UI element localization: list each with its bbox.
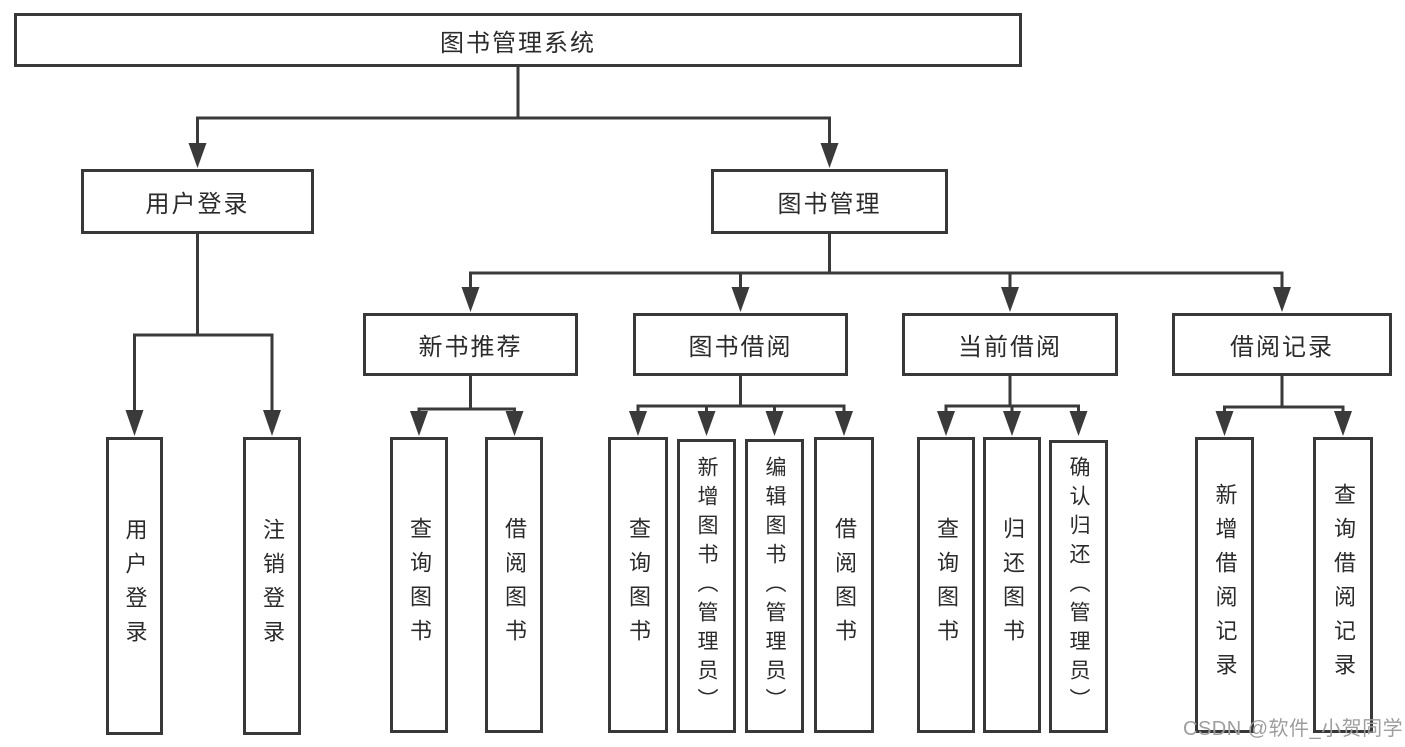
leaf-logout: 注销登录 [243,437,301,735]
leaf-borrow-books: 借阅图书 [814,437,874,733]
csdn-watermark: CSDN @软件_小贺同学 [1183,718,1404,740]
leaf-user-login: 用户登录 [106,437,163,735]
leaf-add-books-admin: 新增图书（管理员） [677,439,736,733]
node-borrow-records: 借阅记录 [1172,313,1392,376]
arrowheads [125,143,1352,436]
node-current-borrow: 当前借阅 [902,313,1118,376]
leaf-add-borrow-record: 新增借阅记录 [1195,437,1254,733]
leaf-confirm-return-admin: 确认归还（管理员） [1049,440,1108,733]
node-user-login: 用户登录 [81,169,314,234]
node-book-borrow: 图书借阅 [633,313,848,376]
leaf-edit-books-admin: 编辑图书（管理员） [745,439,804,733]
node-root-system: 图书管理系统 [14,13,1022,67]
leaf-borrow-books-recommend: 借阅图书 [485,437,543,733]
node-book-management: 图书管理 [711,169,948,234]
leaf-query-books-recommend: 查询图书 [390,437,448,733]
node-new-book-recommend: 新书推荐 [363,313,578,376]
leaf-return-books: 归还图书 [983,437,1041,733]
leaf-query-books-borrow: 查询图书 [608,437,668,733]
leaf-query-books-current: 查询图书 [917,437,975,733]
leaf-query-borrow-record: 查询借阅记录 [1313,437,1373,733]
